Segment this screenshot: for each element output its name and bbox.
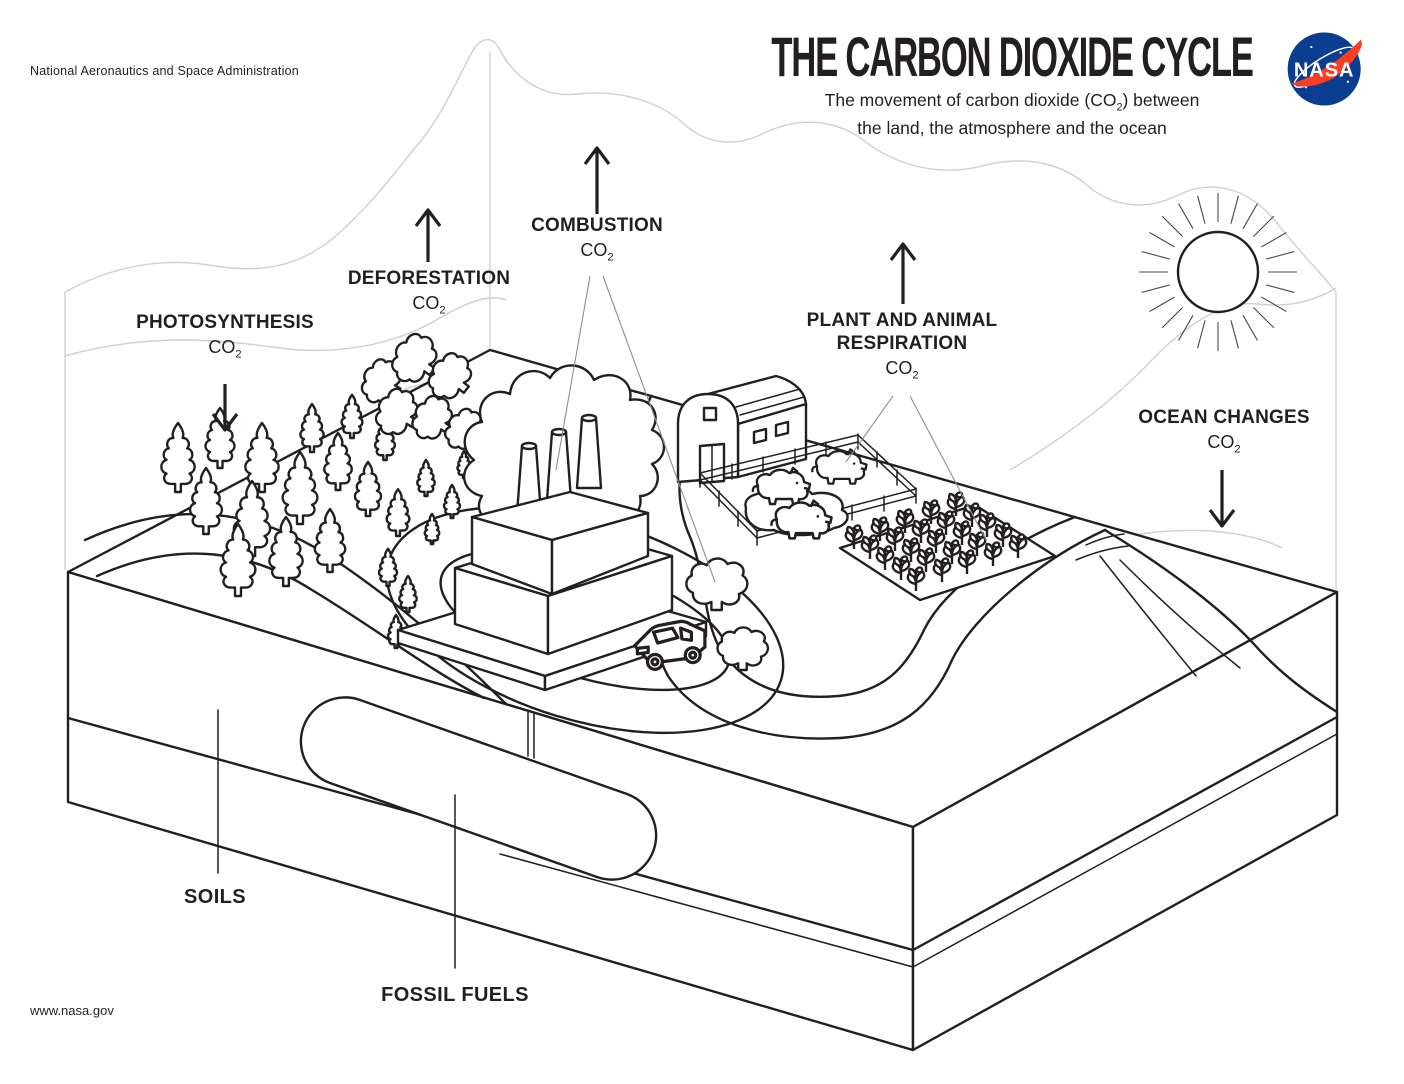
deforestation-arrow [414,208,442,262]
pointer-lines [555,275,987,583]
photosynthesis-co2: CO2 [208,337,242,361]
photosynthesis-title: PHOTOSYNTHESIS [136,312,314,333]
animal-pen [699,433,917,546]
respiration-label: PLANT AND ANIMAL RESPIRATION CO2 [807,309,998,382]
factory [396,364,708,692]
page-subtitle: The movement of carbon dioxide (CO2) bet… [825,88,1200,142]
fossil-fuels-label: FOSSIL FUELS [381,984,529,1006]
soil-layer-line [66,715,1339,952]
crop-field [838,491,1057,602]
soils-label: SOILS [183,886,247,908]
stratum-line [499,733,1338,968]
combustion-pointer-lines [555,275,716,583]
respiration-arrow [889,242,917,304]
respiration-title-line1: PLANT AND ANIMAL [806,310,998,331]
combustion-label: COMBUSTION CO2 [531,214,663,264]
subtitle-line1: The movement of carbon dioxide (CO2) bet… [824,90,1200,114]
ocean-changes-co2: CO2 [1207,432,1241,456]
photosynthesis-arrow [211,384,239,432]
deforestation-title: DEFORESTATION [347,268,511,289]
nasa-url: www.nasa.gov [30,1003,114,1018]
smokestacks [515,413,603,516]
nasa-swoosh [1291,39,1362,87]
agency-name: National Aeronautics and Space Administr… [30,64,299,78]
fossil-fuel-deposit [299,696,658,881]
ocean-changes-title: OCEAN CHANGES [1138,407,1310,428]
deforestation-label: DEFORESTATION CO2 [348,267,510,317]
ocean-changes-label: OCEAN CHANGES CO2 [1138,406,1310,456]
combustion-arrow [583,146,611,214]
flux-arrows [211,146,1236,528]
cloud-outline [64,39,1337,603]
photosynthesis-label: PHOTOSYNTHESIS CO2 [136,311,314,361]
sun-icon [1138,192,1298,352]
ocean-changes-arrow [1208,470,1236,528]
respiration-pointer-lines [845,395,987,541]
respiration-co2: CO2 [885,358,919,382]
factory-building [453,490,674,656]
barn [676,374,808,485]
deforestation-co2: CO2 [412,293,446,317]
nasa-logo: NASA [1287,32,1362,106]
car [633,619,707,671]
delta-streams [1099,555,1241,677]
combustion-co2: CO2 [580,240,614,264]
page-title: THE CARBON DIOXIDE CYCLE [771,25,1254,88]
respiration-title-line2: RESPIRATION [836,333,968,355]
combustion-title: COMBUSTION [531,215,663,236]
nasa-wordmark: NASA [1294,59,1355,81]
subtitle-line2: the land, the atmosphere and the ocean [857,118,1167,139]
shoreline [1103,528,1339,714]
river-mouth-ripples [1075,533,1129,561]
